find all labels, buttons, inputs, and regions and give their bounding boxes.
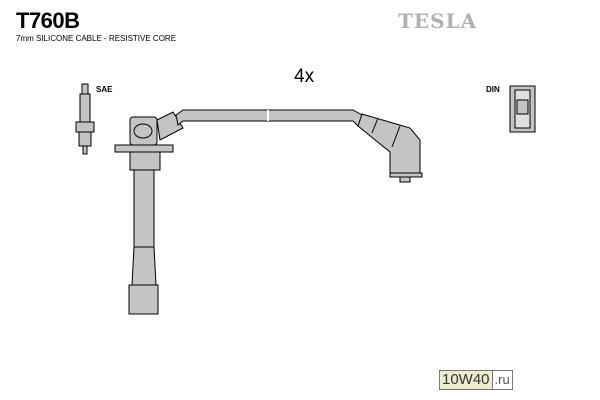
sae-label: SAE — [96, 85, 113, 94]
cable-description: 7mm SILICONE CABLE - RESISTIVE CORE — [16, 34, 177, 43]
watermark: 10W40 .ru — [439, 370, 513, 390]
din-terminal-icon — [509, 85, 536, 133]
watermark-suffix: .ru — [491, 371, 512, 389]
coil-boot — [357, 113, 423, 183]
brand-logo: TESLA — [398, 9, 478, 33]
din-label: DIN — [486, 85, 500, 94]
part-number: T760B — [16, 8, 80, 33]
spark-plug-boot — [114, 111, 184, 315]
watermark-main: 10W40 — [440, 371, 492, 389]
quantity-label: 4x — [294, 66, 315, 87]
spark-plug-sae-icon — [75, 83, 95, 155]
